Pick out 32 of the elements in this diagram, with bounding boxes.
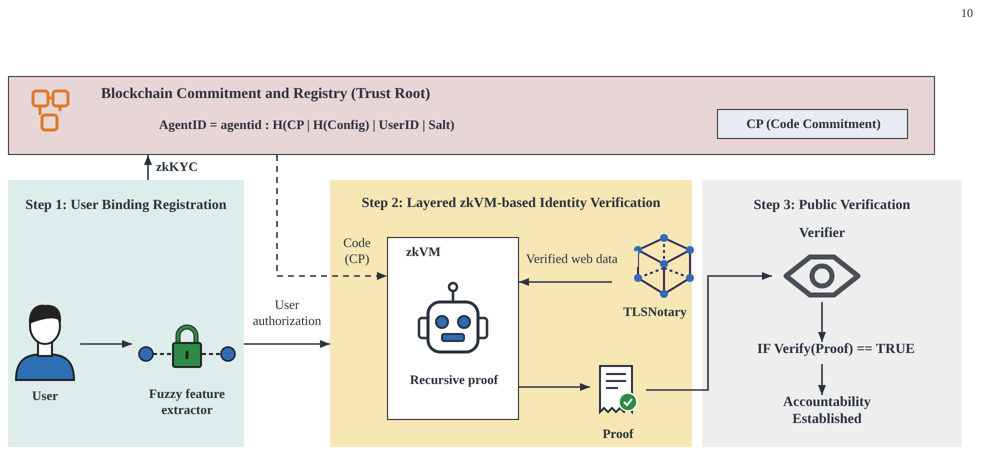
node-label: TLSNotary [622,304,688,320]
process-box [387,237,519,420]
panel-title: Step 2: Layered zkVM-based Identity Verification [360,196,662,213]
node-label: Accountability Established [782,395,872,429]
edge-label: Verified web data [524,251,638,268]
arrow [244,340,330,348]
panel-title: Blockchain Commitment and Registry (Trust Root) [101,85,432,103]
label-box [717,109,908,139]
arrow [144,155,152,180]
box-title: zkVM [406,244,442,260]
caption-text: Recursive proof [408,372,500,388]
panel [8,180,244,447]
panel-title: Step 1: User Binding Registration [24,198,228,215]
node-label: IF Verify(Proof) == TRUE [756,342,916,359]
panel-title: Step 3: Public Verification [752,198,912,215]
panel [8,76,935,155]
panel [330,180,692,447]
arrow [519,278,612,286]
node-label: Fuzzy feature extractor [148,386,226,418]
dashed-arrow [276,155,387,280]
arrow [818,302,826,342]
panel [702,180,962,447]
node-label: Verifier [798,226,846,243]
arrow [646,272,772,391]
formula-text: AgentID = agentid : H(CP | H(Config) | UserID | Salt) [159,117,456,133]
node-label: CP (Code Commitment) [745,116,882,132]
node-label: User [31,388,59,404]
page-number: 10 [961,6,973,21]
arrow [80,340,132,348]
arrow [519,383,590,391]
arrow [818,364,826,395]
node-label: Proof [602,426,635,442]
